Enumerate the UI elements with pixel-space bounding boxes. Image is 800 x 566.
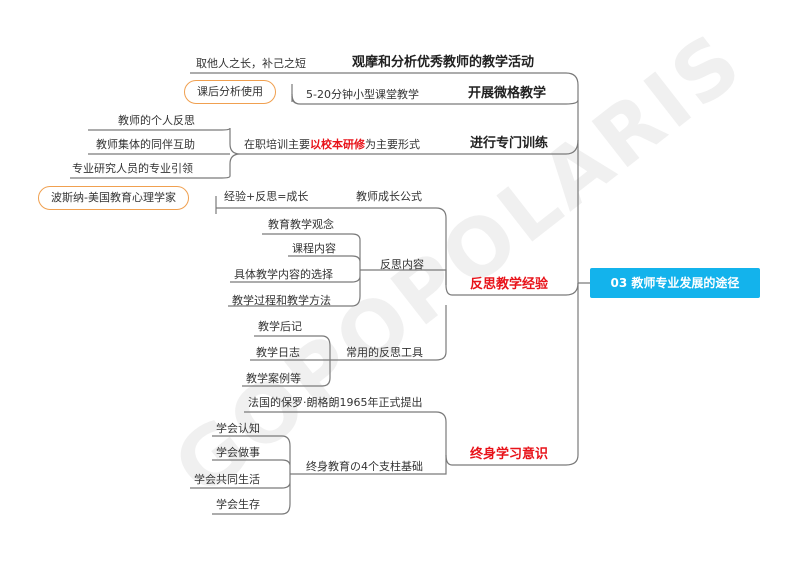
pillars-fork: [190, 435, 291, 515]
reflect-tools-label: 常用的反思工具: [346, 346, 423, 359]
content-item-2: 课程内容: [292, 242, 336, 255]
root-node[interactable]: 03 教师专业发展的途径: [590, 268, 760, 298]
branch-micro-title[interactable]: 开展微格教学: [468, 86, 547, 101]
reflect-content-label: 反思内容: [380, 258, 424, 271]
line-lifelong-origin: [244, 411, 453, 466]
training-mid-before: 在职培训主要: [244, 138, 310, 151]
pillar-1: 学会认知: [216, 422, 260, 435]
line-lifelong-pillars: [290, 455, 447, 475]
pillar-3: 学会共同生活: [194, 473, 260, 486]
content-fork: [228, 233, 361, 307]
training-leaf-1: 教师的个人反思: [118, 114, 195, 127]
pillar-4: 学会生存: [216, 498, 260, 511]
bracket-training: [70, 127, 241, 179]
spine-observe: [190, 72, 590, 284]
branch-reflect-title[interactable]: 反思教学经验: [470, 277, 549, 292]
tools-item-3: 教学案例等: [246, 372, 301, 385]
micro-note-pill: 课后分析使用: [184, 80, 276, 104]
training-leaf-2: 教师集体的同伴互助: [96, 138, 195, 151]
branch-training-title[interactable]: 进行专门训练: [470, 136, 549, 151]
training-mid-highlight: 以校本研修: [310, 138, 365, 151]
line-reflect-to-fork: [216, 207, 453, 296]
pillar-2: 学会做事: [216, 446, 260, 459]
content-item-1: 教育教学观念: [268, 218, 334, 231]
branch-lifelong-title[interactable]: 终身学习意识: [470, 447, 549, 462]
tools-fork: [242, 335, 331, 387]
spine-training: [452, 139, 579, 155]
training-leaf-3: 专业研究人员的专业引领: [72, 162, 193, 175]
lifelong-pillars-label: 终身教育の4个支柱基础: [306, 460, 423, 473]
spine-lifelong: [452, 283, 579, 466]
tools-item-1: 教学后记: [258, 320, 302, 333]
tools-item-2: 教学日志: [256, 346, 300, 359]
line-reflect-tools: [330, 305, 447, 361]
reflect-formula-label: 教师成长公式: [356, 190, 422, 203]
line-reflect-content: [360, 269, 447, 285]
content-item-3: 具体教学内容的选择: [234, 268, 333, 281]
spine-micro: [445, 99, 579, 105]
observe-leaf: 取他人之长，补己之短: [196, 57, 306, 70]
reflect-note-pill: 波斯纳-美国教育心理学家: [38, 186, 189, 210]
reflect-formula: 经验+反思=成长: [224, 190, 309, 203]
lifelong-origin: 法国的保罗·朗格朗1965年正式提出: [248, 396, 423, 409]
micro-leaf: 5-20分钟小型课堂教学: [306, 88, 419, 101]
training-mid-after: 为主要形式: [365, 138, 420, 151]
content-item-4: 教学过程和教学方法: [232, 294, 331, 307]
training-mid: 在职培训主要以校本研修为主要形式: [244, 138, 420, 151]
branch-observe-title[interactable]: 观摩和分析优秀教师的教学活动: [352, 55, 535, 70]
